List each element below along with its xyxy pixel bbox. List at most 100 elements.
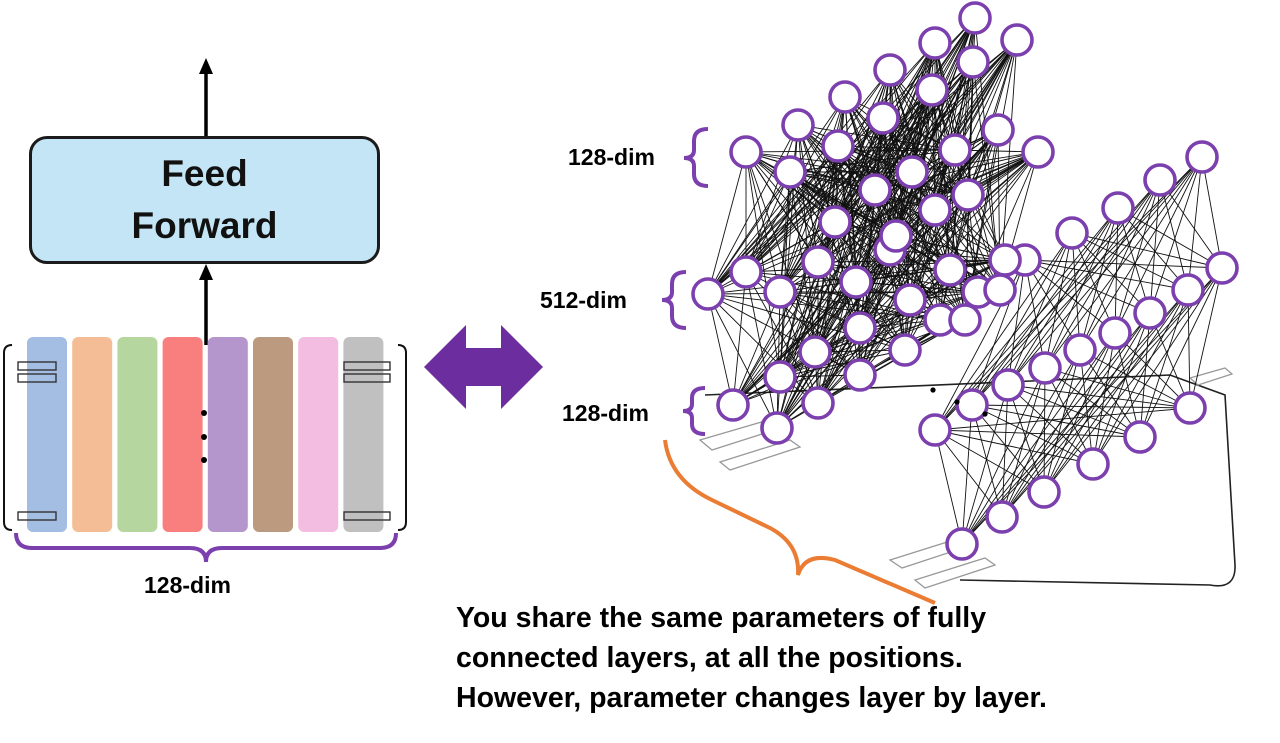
neuron: [933, 253, 967, 287]
connection-line: [844, 96, 951, 271]
connection-line: [1117, 207, 1189, 291]
neuron: [843, 358, 877, 392]
connection-line: [837, 145, 951, 271]
neuron: [866, 101, 900, 135]
neurons: [691, 1, 1055, 445]
connection-line: [1071, 232, 1189, 291]
connection-line: [909, 151, 1039, 301]
connection-line: [934, 39, 1018, 211]
connection-line: [1139, 289, 1189, 438]
neuron: [1028, 351, 1062, 385]
connection-line: [1071, 232, 1151, 314]
neuron: [781, 108, 815, 142]
connection-line: [1117, 207, 1223, 269]
neuron: [1076, 447, 1110, 481]
neuron: [955, 388, 989, 422]
connection-line: [1071, 232, 1116, 334]
neuron: [893, 283, 927, 317]
neuron: [1021, 135, 1055, 169]
positions-brace: [663, 439, 936, 605]
connection-lines: [934, 156, 1223, 545]
connection-line: [817, 281, 857, 404]
connection-line: [889, 69, 913, 173]
connection-line: [889, 69, 897, 237]
connection-line: [1187, 156, 1203, 291]
front-position-network: [691, 1, 1055, 445]
connection-line: [1044, 367, 1191, 409]
connection-line: [1114, 332, 1191, 409]
connection-line: [971, 404, 1094, 465]
connection-line: [797, 124, 836, 223]
connection-line: [1114, 179, 1161, 334]
connection-line: [934, 429, 1003, 518]
connection-line: [1114, 207, 1119, 334]
connection-line: [971, 207, 1119, 406]
top-layer-label: 128-dim: [568, 144, 655, 170]
connection-line: [1071, 232, 1223, 269]
connection-line: [961, 367, 1046, 545]
connection-line: [961, 267, 1223, 545]
connection-line: [889, 69, 1001, 291]
token-bar: [253, 337, 293, 532]
connection-line: [745, 271, 778, 429]
connection-line: [1044, 232, 1073, 369]
neuron: [843, 311, 877, 345]
feed-forward-block: Feed Forward: [29, 136, 380, 264]
neuron: [951, 178, 985, 212]
connection-line: [779, 89, 933, 378]
connection-line: [707, 293, 778, 429]
connection-line: [1149, 312, 1191, 409]
connection-line: [844, 96, 956, 151]
connection-line: [797, 124, 913, 173]
connection-line: [859, 149, 956, 376]
connection-line: [1079, 156, 1203, 351]
feed-forward-title-line2: Forward: [131, 205, 278, 246]
neuron: [895, 155, 929, 189]
connection-line: [834, 89, 933, 223]
neuron: [716, 388, 750, 422]
neuron: [858, 173, 892, 207]
connection-line: [789, 149, 956, 173]
neuron: [988, 243, 1022, 277]
neuron: [991, 368, 1025, 402]
connection-line: [745, 124, 799, 273]
caption-line-3: However, parameter changes layer by laye…: [456, 682, 1047, 714]
token-bar: [72, 337, 113, 532]
tray-slot: [718, 439, 802, 471]
neuron: [915, 73, 949, 107]
connection-line: [707, 293, 906, 351]
connection-line: [874, 61, 974, 191]
connection-line: [1187, 289, 1191, 409]
connection-line: [859, 129, 999, 329]
connection-line: [1092, 289, 1189, 465]
neuron: [1027, 475, 1061, 509]
connection-line: [707, 293, 819, 404]
connection-line: [1007, 384, 1045, 493]
connection-line: [1043, 349, 1081, 493]
connection-line: [779, 96, 846, 293]
connection-line: [1001, 367, 1046, 518]
connection-line: [911, 151, 1039, 173]
connection-line: [797, 124, 891, 251]
connection-line: [814, 291, 979, 353]
connection-line: [817, 259, 1006, 263]
bar-slot-marks: [17, 361, 391, 521]
connection-line: [949, 39, 1018, 271]
connection-line: [745, 151, 857, 283]
connection-line: [934, 429, 1094, 465]
connection-line: [1024, 259, 1189, 291]
connection-line: [1007, 232, 1073, 386]
connection-line: [1044, 367, 1141, 438]
neuron: [918, 26, 952, 60]
connection-line: [745, 151, 891, 251]
neuron: [873, 53, 907, 87]
connection-line: [779, 171, 791, 293]
connection-line: [817, 96, 846, 263]
connection-line: [934, 429, 1045, 493]
neuron: [981, 113, 1015, 147]
connection-line: [1117, 207, 1151, 314]
connection-line: [779, 124, 799, 293]
connection-line: [961, 349, 1081, 545]
middle-layer-label: 512-dim: [540, 287, 627, 313]
neuron: [918, 413, 952, 447]
